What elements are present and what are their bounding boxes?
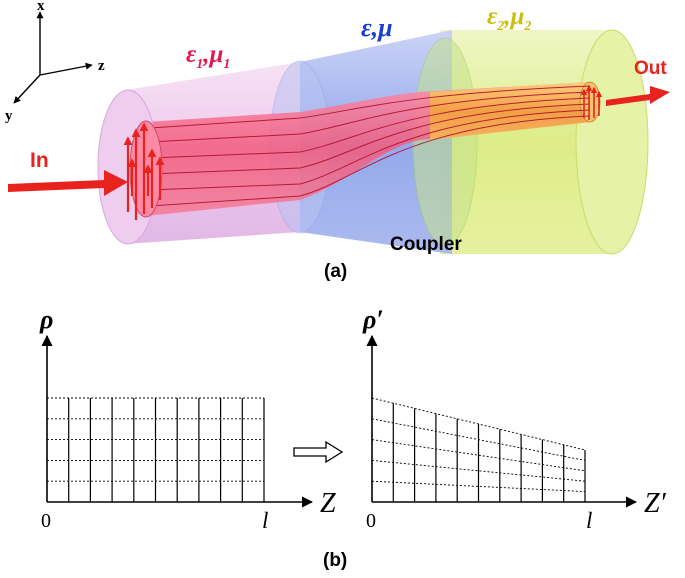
axis-x-label: x <box>37 0 45 14</box>
left-origin-label: 0 <box>41 510 51 532</box>
region1-label: ε1,μ1 <box>186 41 230 72</box>
out-arrow: Out <box>606 58 670 106</box>
grid-right-horizontal <box>371 480 586 493</box>
left-z-label: Z <box>320 488 336 519</box>
coupler-cylinder <box>97 29 649 255</box>
right-end-label: l <box>586 508 592 533</box>
panel-b: ρ Z 0 l ρ′ Z′ 0 l (b) <box>39 305 667 571</box>
region2-label: ε2,μ2 <box>487 3 531 34</box>
panel-a: x z y <box>5 0 670 282</box>
left-end-label: l <box>262 508 268 533</box>
in-arrow: In <box>8 149 128 196</box>
caption-b: (b) <box>323 550 347 571</box>
right-z-label: Z′ <box>644 488 667 519</box>
grid-right: ρ′ Z′ 0 l <box>362 305 667 533</box>
coordinate-axes: x z y <box>5 0 105 124</box>
left-rho-label: ρ <box>39 305 53 334</box>
grid-right-horizontal <box>371 418 586 461</box>
axis-y-label: y <box>5 108 13 124</box>
out-label: Out <box>634 58 667 79</box>
right-origin-label: 0 <box>366 510 376 532</box>
region-mid-label: ε,μ <box>361 13 393 42</box>
transform-arrow <box>293 440 344 464</box>
caption-a: (a) <box>324 261 347 282</box>
coupler-label: Coupler <box>390 234 462 255</box>
input-field-arrows <box>123 122 165 220</box>
grid-left: ρ Z 0 l <box>39 305 336 533</box>
right-rho-label: ρ′ <box>362 305 384 334</box>
axis-z-label: z <box>98 58 105 74</box>
grid-right-horizontal <box>371 397 586 451</box>
output-field-arrows <box>580 84 603 120</box>
in-label: In <box>30 149 49 172</box>
